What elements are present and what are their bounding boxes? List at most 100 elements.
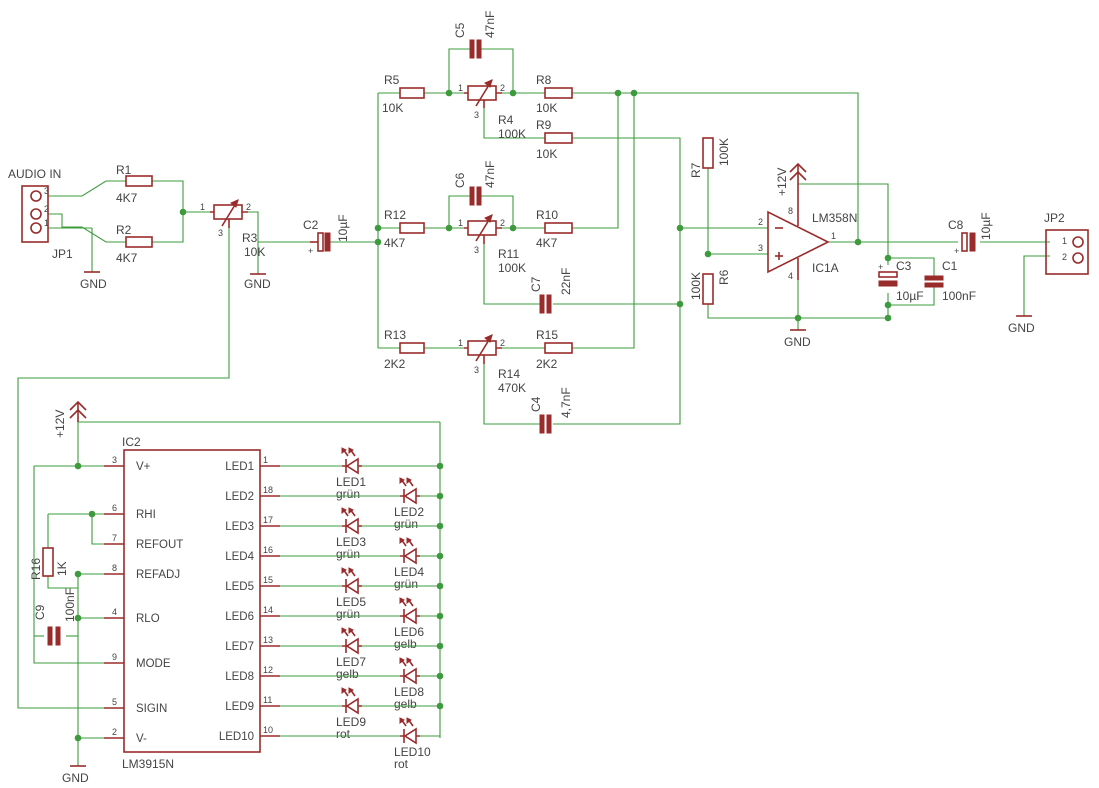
- resistor-r10: R10 4K7: [536, 208, 573, 250]
- r2-name: R2: [116, 223, 132, 237]
- led-name: LED9: [336, 715, 366, 729]
- svg-text:C8: C8: [948, 218, 964, 232]
- svg-text:GND: GND: [244, 277, 271, 291]
- led-color: grün: [336, 487, 360, 501]
- gnd-symbol-jp1: GND: [80, 271, 107, 291]
- ic2-pin-number: 16: [263, 545, 273, 555]
- svg-text:22nF: 22nF: [559, 268, 573, 295]
- svg-text:100K: 100K: [498, 261, 526, 275]
- svg-text:10µF: 10µF: [896, 289, 924, 303]
- capacitor-c1: C1 100nF: [924, 259, 976, 303]
- svg-text:1: 1: [458, 218, 463, 228]
- svg-text:3: 3: [218, 228, 223, 238]
- r3-value: 10K: [244, 245, 265, 259]
- svg-text:C4: C4: [529, 396, 543, 412]
- jp2-connector: JP2 1 2: [1044, 211, 1089, 275]
- svg-text:1: 1: [831, 231, 836, 241]
- svg-text:100nF: 100nF: [63, 588, 77, 622]
- svg-text:+: +: [954, 246, 959, 256]
- r1-value: 4K7: [116, 191, 138, 205]
- svg-text:47nF: 47nF: [483, 11, 497, 38]
- resistor-r2: R2 4K7: [116, 223, 153, 265]
- ic2-pin-label: MODE: [136, 658, 171, 670]
- resistor-r5: R5 10K: [382, 73, 425, 115]
- ic2-pin-number: 14: [263, 605, 273, 615]
- svg-text:10K: 10K: [536, 101, 557, 115]
- svg-text:R16: R16: [29, 558, 43, 580]
- svg-text:2: 2: [758, 217, 763, 227]
- svg-text:C5: C5: [453, 22, 467, 38]
- jp1-connector: AUDIO IN 3 2 1 JP1: [8, 167, 73, 261]
- ic2-pin-label: RLO: [136, 613, 160, 625]
- ic2-pin-label: LED9: [225, 701, 254, 713]
- gnd-symbol-opamp: GND: [784, 329, 811, 349]
- led-name: LED1: [336, 475, 366, 489]
- capacitor-c4: C4 4,7nF: [529, 387, 573, 434]
- svg-text:R14: R14: [498, 367, 520, 381]
- r1-name: R1: [116, 163, 132, 177]
- ic2-pin-number: 9: [112, 652, 117, 662]
- led-name: LED10: [394, 745, 431, 759]
- ic2-pin-number: 15: [263, 575, 273, 585]
- ic2-pin-number: 4: [112, 607, 117, 617]
- resistor-r1: R1 4K7: [116, 163, 153, 205]
- svg-text:3: 3: [474, 245, 479, 255]
- ic2-part: LM3915N: [122, 757, 174, 771]
- led-color: grün: [394, 517, 418, 531]
- svg-text:100K: 100K: [498, 127, 526, 141]
- ic2-pin-number: 17: [263, 515, 273, 525]
- capacitor-c2: + C2 10µF: [303, 214, 350, 256]
- ic2-pin-number: 3: [112, 455, 117, 465]
- gnd-symbol-ic2: GND: [62, 765, 89, 785]
- ic2-pin-number: 1: [263, 455, 268, 465]
- svg-text:2K2: 2K2: [384, 357, 406, 371]
- capacitor-c6: C6 47nF: [453, 161, 497, 206]
- resistor-r6: 100K R6: [689, 269, 731, 305]
- resistor-r8: R8 10K: [536, 73, 573, 115]
- svg-text:C3: C3: [896, 259, 912, 273]
- gnd-symbol-jp2: GND: [1008, 315, 1035, 335]
- ic1a-part: LM358N: [812, 211, 857, 225]
- jp1-pin-3: 3: [44, 186, 49, 196]
- ic1a-name: IC1A: [812, 261, 839, 275]
- ic2-pin-number: 12: [263, 665, 273, 675]
- svg-text:R13: R13: [384, 328, 406, 342]
- svg-text:2: 2: [500, 218, 505, 228]
- ic2-pin-number: 5: [112, 697, 117, 707]
- svg-text:R5: R5: [384, 73, 400, 87]
- jp1-pin-2: 2: [44, 204, 49, 214]
- ic2-pin-number: 7: [112, 533, 117, 543]
- svg-text:C9: C9: [33, 604, 47, 620]
- ic2-pin-label: RHI: [136, 509, 156, 521]
- resistor-r13: R13 2K2: [384, 328, 425, 371]
- ic2-pin-number: 10: [263, 725, 273, 735]
- ic2-pin-number: 6: [112, 503, 117, 513]
- ic2-pin-number: 11: [263, 695, 272, 705]
- gnd-symbol-r3: GND: [244, 273, 271, 291]
- jp1-pin-1: 1: [44, 218, 49, 228]
- led-color: grün: [336, 607, 360, 621]
- svg-text:2: 2: [500, 83, 505, 93]
- ic2-pin-number: 8: [112, 563, 117, 573]
- svg-text:GND: GND: [784, 335, 811, 349]
- svg-text:10µF: 10µF: [979, 212, 993, 240]
- svg-text:1: 1: [458, 338, 463, 348]
- wire-network: [17, 48, 1050, 766]
- svg-text:1: 1: [1062, 236, 1067, 246]
- ic2-pin-label: LED4: [225, 551, 254, 563]
- led-name: LED5: [336, 595, 366, 609]
- led-name: LED7: [336, 655, 366, 669]
- svg-text:2: 2: [246, 202, 251, 212]
- resistor-r16: R16 1K: [29, 547, 69, 580]
- svg-text:1: 1: [200, 202, 205, 212]
- svg-text:100K: 100K: [689, 272, 703, 300]
- ic2-lm3915: IC2 LM3915N 3V+6RHI7REFOUT8REFADJ4RLO9MO…: [104, 435, 280, 771]
- svg-text:+: +: [878, 262, 883, 272]
- led-color: gelb: [394, 637, 417, 651]
- resistor-r15: R15 2K2: [536, 328, 573, 371]
